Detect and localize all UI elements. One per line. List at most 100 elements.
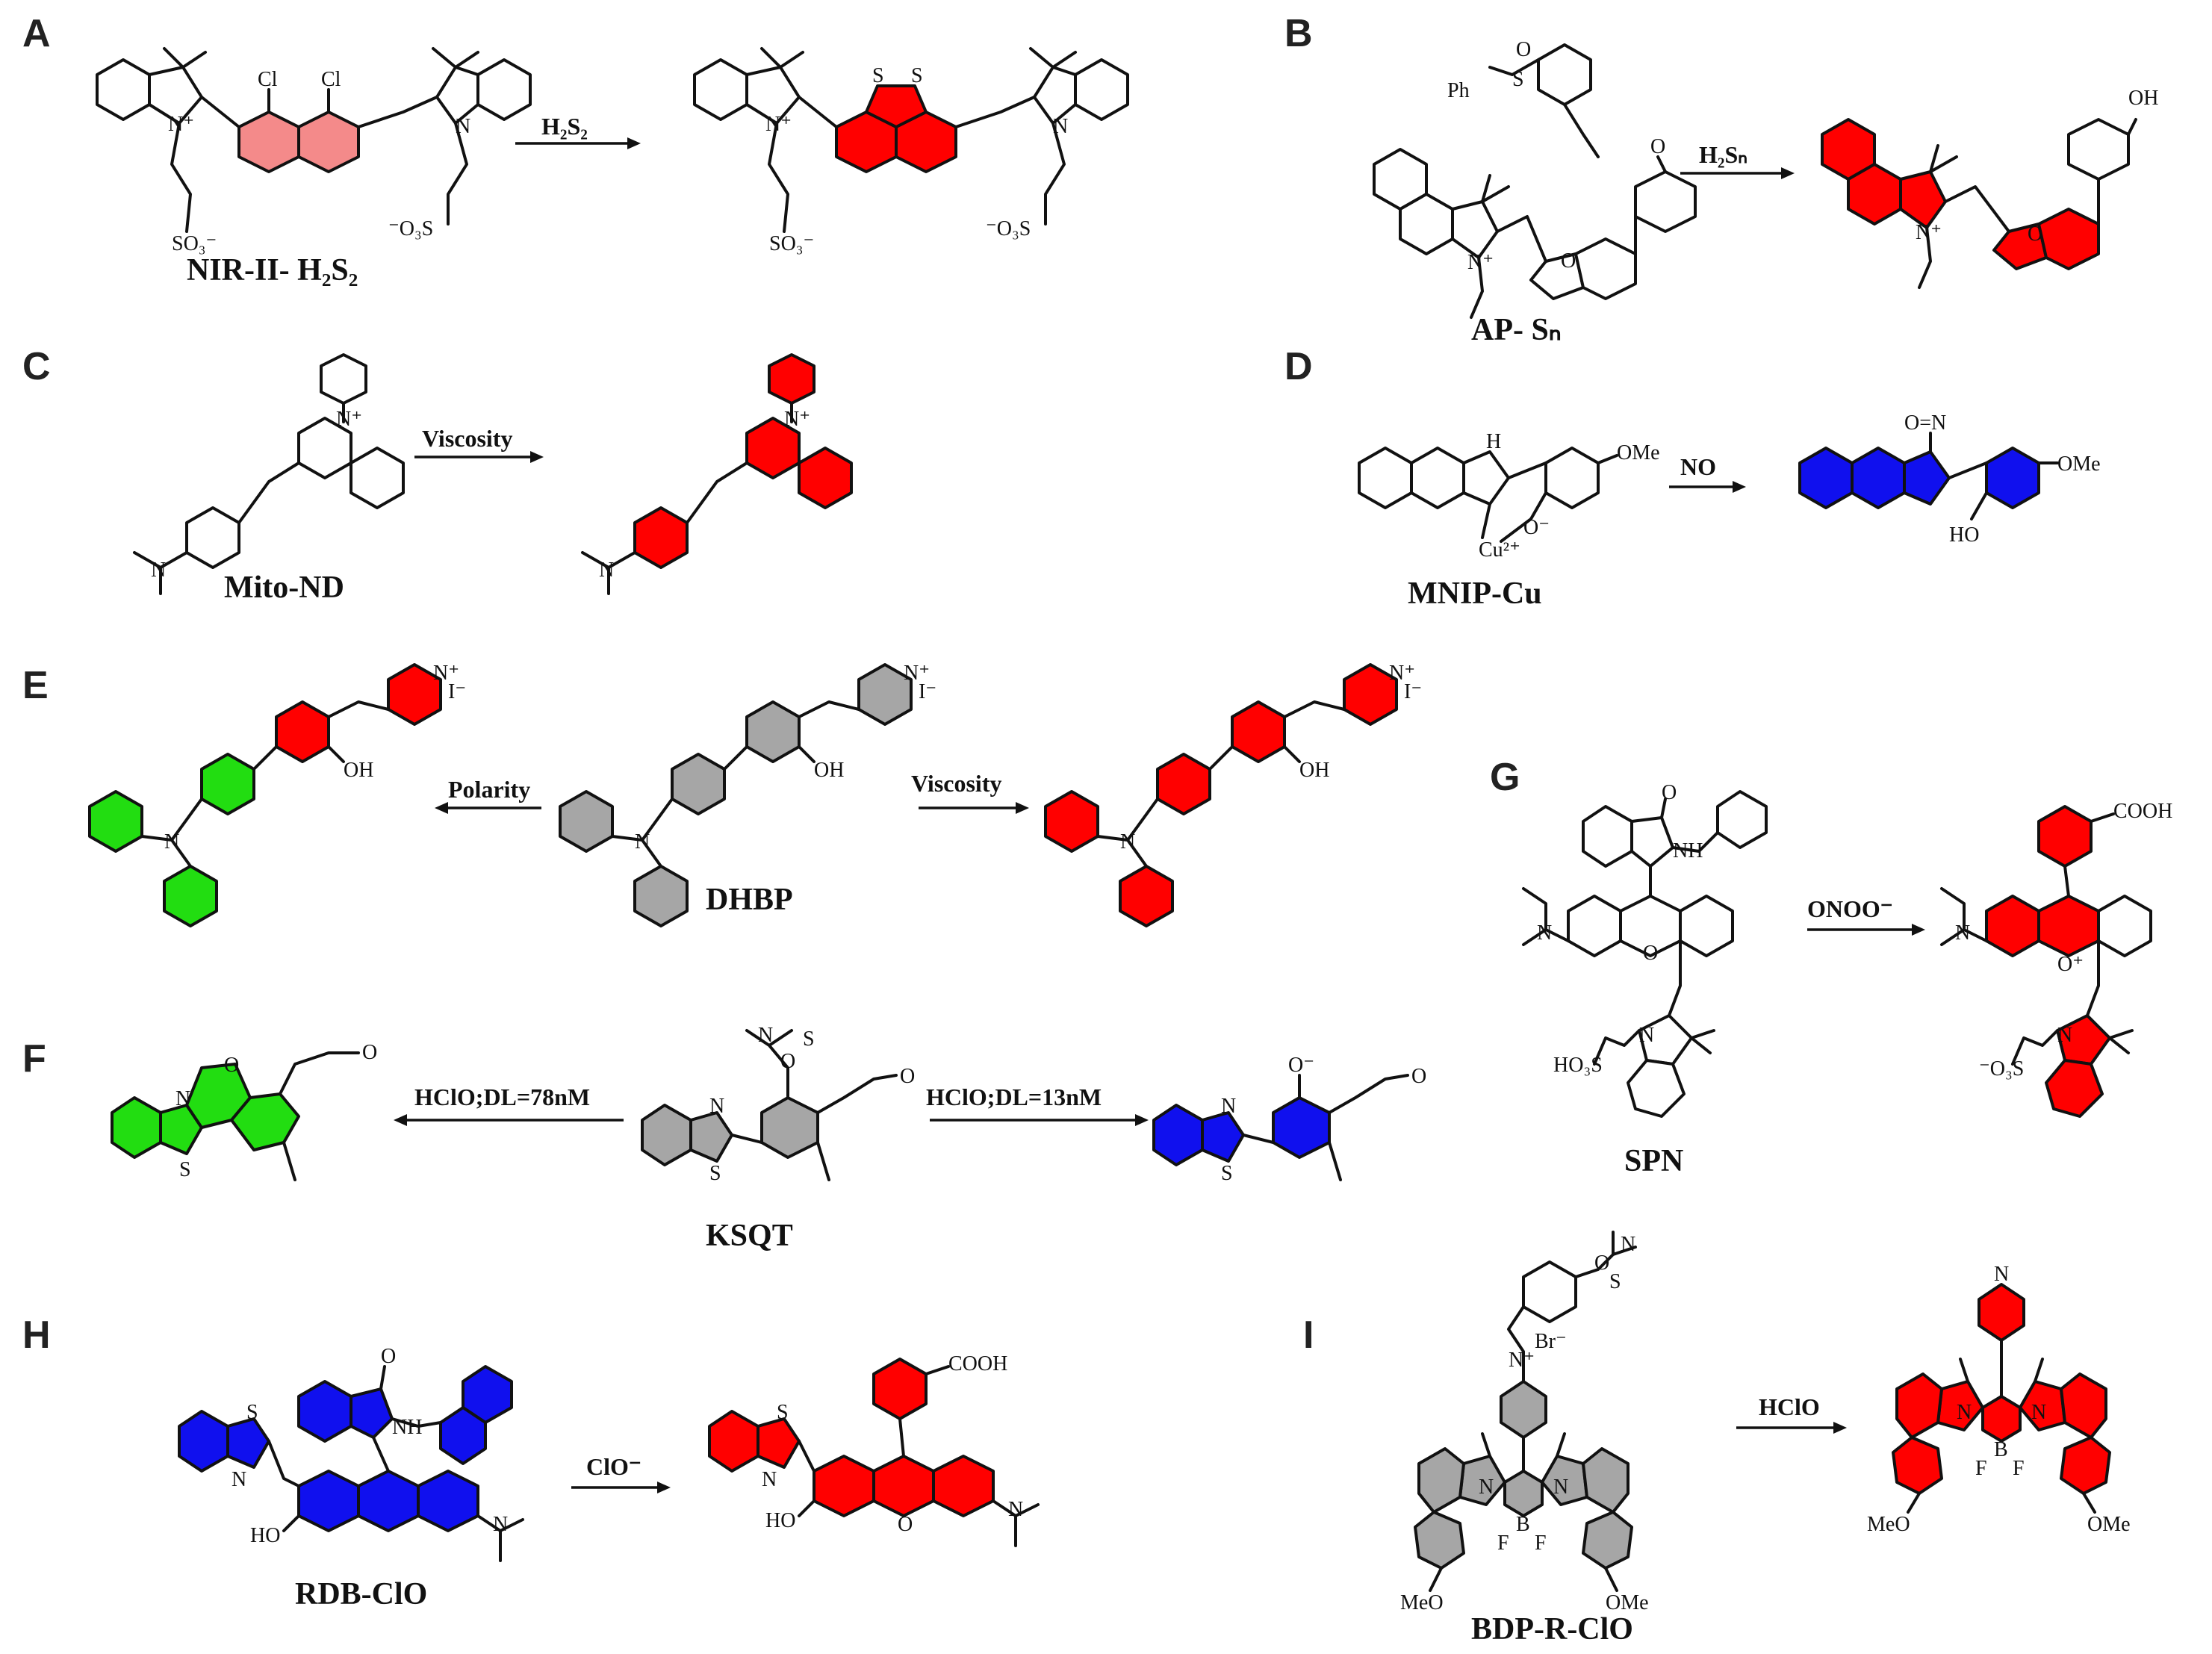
pyrrole-ring: [435, 66, 479, 125]
reaction-condition: H₂S₂: [541, 113, 588, 140]
atom-label: N: [1221, 1095, 1236, 1118]
atom-label: S: [872, 64, 884, 87]
panel-i-product-structure: N N N B F F MeO OMe: [1867, 1263, 2131, 1536]
ring-blue: [1798, 447, 1854, 509]
ring-red: [1847, 163, 1902, 226]
atom-label: N: [493, 1513, 508, 1536]
atom-label: S: [709, 1162, 721, 1185]
panel-h: H O NH S N HO N RDB-ClO ClO⁻: [22, 1313, 1040, 1611]
lactam-ring: [1630, 816, 1674, 868]
arrow-head: [1016, 802, 1029, 814]
panel-e-product-polarity: N OH N⁺ I⁻: [88, 662, 466, 927]
atom-label: N: [1639, 1024, 1654, 1047]
panel-label-d: D: [1284, 345, 1313, 388]
ring-gray: [1500, 1380, 1547, 1439]
atom-label: OH: [1299, 759, 1329, 782]
probe-name: SPN: [1624, 1144, 1683, 1178]
ring-gray: [1582, 1447, 1630, 1514]
ring-red: [872, 1358, 928, 1420]
ring-red: [932, 1455, 995, 1517]
panel-e: E N OH N⁺ I⁻ Polarity N OH N⁺: [22, 662, 1422, 927]
atom-label: OH: [2128, 87, 2158, 110]
ring-red: [813, 1455, 875, 1517]
atom-label: N: [762, 1468, 777, 1491]
atom-label: O⁺: [2057, 953, 2084, 976]
ring-pink-2: [297, 111, 360, 173]
arrow-head: [435, 802, 448, 814]
atom-label: S: [911, 64, 923, 87]
reaction-condition: Polarity: [448, 776, 530, 803]
pyrrole-ring: [1451, 200, 1499, 259]
probe-name: Mito-ND: [224, 570, 344, 605]
benzene-ring: [671, 753, 726, 815]
pyrrole-ring: [745, 66, 801, 125]
atom-label: HO₃S: [1553, 1054, 1603, 1077]
benzene-ring: [1634, 170, 1697, 233]
ring-red: [2060, 1372, 2107, 1439]
panel-h-probe-structure: O NH S N HO N: [178, 1345, 524, 1562]
reaction-condition: HClO: [1759, 1393, 1820, 1420]
ring-red: [2037, 208, 2100, 270]
panel-a: A Cl Cl N⁺ N SO₃⁻ ⁻O₃S NIR-II- H₂S₂ H₂S₂: [22, 12, 1129, 287]
ring-blue: [349, 1387, 394, 1439]
pyrrole-ring: [1033, 66, 1077, 125]
atom-label: F: [1975, 1457, 1987, 1480]
probe-name: AP- Sₙ: [1471, 313, 1562, 347]
atom-label: O: [900, 1065, 915, 1088]
atom-label: N⁺: [433, 662, 459, 685]
atom-label: N: [1621, 1233, 1635, 1256]
atom-label: MeO: [1867, 1513, 1910, 1536]
ring-red: [2045, 1059, 2104, 1118]
atom-label: Cl: [258, 68, 278, 91]
ring-blue: [357, 1470, 420, 1532]
ring-red: [757, 1417, 801, 1469]
atom-label: N: [1955, 921, 1970, 945]
atom-label: N⁺: [1916, 221, 1942, 244]
panel-a-product-structure: S S N⁺ N SO₃⁻ ⁻O₃S: [693, 47, 1129, 255]
atom-label: I⁻: [919, 680, 936, 703]
reaction-condition: ClO⁻: [586, 1453, 641, 1480]
atom-label: N: [1120, 830, 1135, 854]
atom-label: N: [175, 1087, 190, 1110]
panel-i-probe-structure: O S N N⁺ Br⁻ N N B F F MeO OMe: [1400, 1231, 1649, 1614]
atom-label: NH: [392, 1416, 422, 1439]
ring-gray: [1503, 1470, 1544, 1517]
benzene-ring: [1544, 447, 1600, 509]
atom-label: HO: [250, 1524, 280, 1547]
pyrrole-ring: [148, 66, 203, 125]
ring-red: [1899, 170, 1947, 229]
atom-label: N: [164, 830, 179, 854]
benzene-ring: [1567, 895, 1622, 957]
ring-red: [768, 353, 815, 405]
atom-label: O: [224, 1054, 239, 1077]
reaction-condition: Viscosity: [422, 425, 512, 452]
atom-label: N: [232, 1468, 246, 1491]
panel-b-product-structure: OH O N⁺: [1821, 87, 2158, 289]
atom-label: O: [1561, 249, 1576, 273]
imidazole-ring: [1462, 450, 1510, 506]
atom-label: O: [1643, 942, 1658, 965]
atom-label: N: [2031, 1401, 2046, 1424]
benzene-ring: [96, 58, 151, 121]
atom-label: S: [777, 1401, 789, 1424]
benzene-ring: [1627, 1059, 1686, 1118]
panel-g-product-structure: COOH O⁺ N N ⁻O₃S: [1940, 800, 2172, 1118]
atom-label: F: [1535, 1532, 1547, 1555]
atom-label: SO₃⁻: [172, 232, 217, 255]
atom-label: O: [1650, 135, 1665, 158]
ring-green: [111, 1096, 162, 1159]
atom-label: HO: [765, 1509, 795, 1532]
ring-blue: [1152, 1104, 1204, 1166]
benzothiazole-ring: [641, 1104, 692, 1166]
benzene-ring: [1358, 447, 1413, 509]
panel-label-a: A: [22, 12, 51, 55]
atom-label: SO₃⁻: [769, 232, 814, 255]
ring-blue: [1903, 450, 1951, 506]
atom-label: N: [1957, 1401, 1972, 1424]
atom-label: COOH: [2113, 800, 2172, 823]
panel-g: G O NH O N N HO₃S SPN ONOO⁻: [1490, 756, 2172, 1178]
atom-label: OH: [344, 759, 373, 782]
probe-name: KSQT: [706, 1219, 793, 1253]
panel-c: C N⁺ N Mito-ND Viscosity N⁺ N: [22, 345, 853, 605]
ring-red: [2037, 805, 2093, 868]
